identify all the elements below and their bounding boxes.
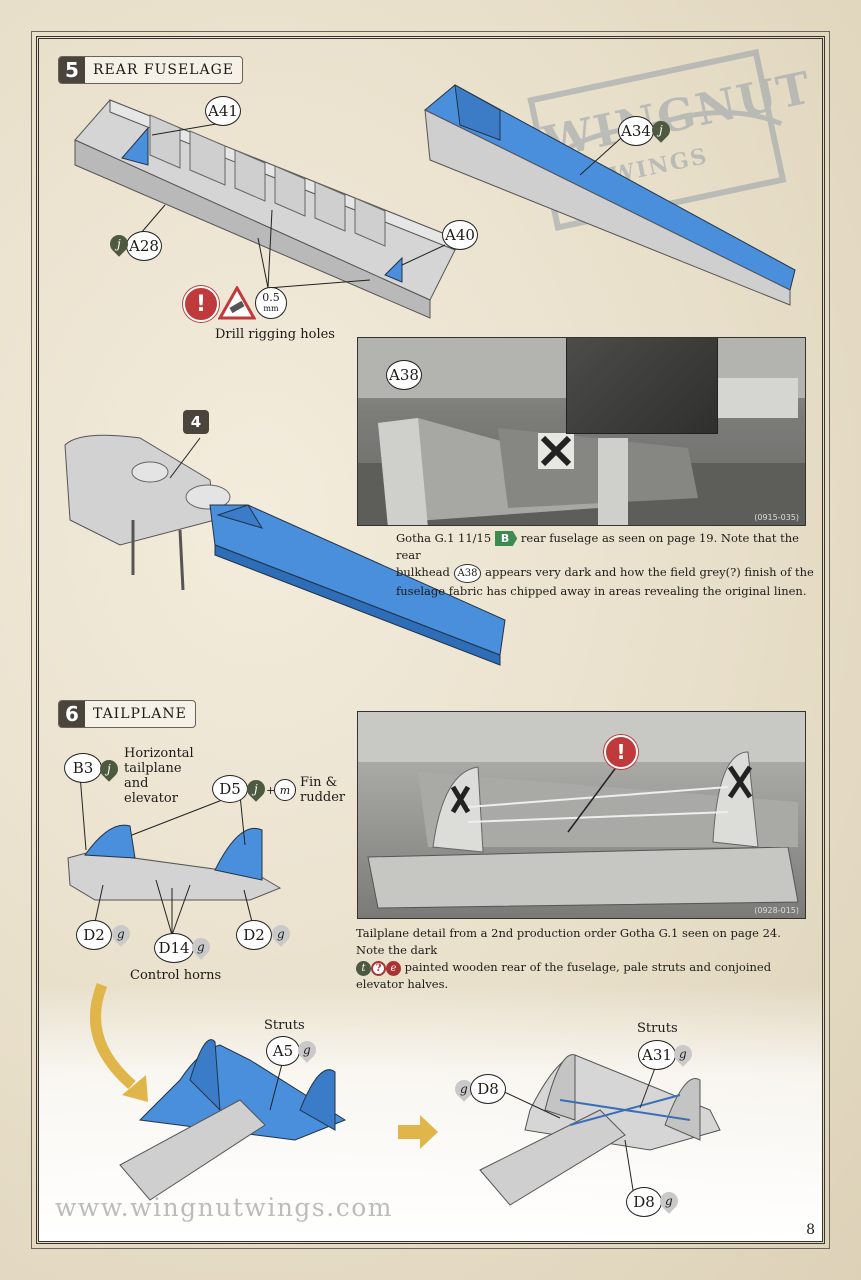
- step-5-number: 5: [59, 57, 85, 83]
- callout-b3: B3: [64, 753, 102, 783]
- step-6-number: 6: [59, 701, 85, 727]
- callout-d2-left: D2: [76, 920, 112, 950]
- page-border-outer: [31, 31, 830, 1249]
- paint-code-question: ?: [371, 960, 386, 976]
- curved-arrow: [90, 982, 136, 1090]
- plus-sign: +: [266, 784, 276, 797]
- callout-a34: A34: [618, 116, 654, 146]
- horizontal-tailplane-label: Horizontal tailplane and elevator: [124, 746, 194, 806]
- step-6-header: 6 TAILPLANE: [58, 700, 196, 728]
- step-5-title: REAR FUSELAGE: [93, 62, 234, 78]
- callout-a28: A28: [126, 231, 162, 261]
- tailplane-caption: Tailplane detail from a 2nd production o…: [356, 926, 781, 991]
- photo-code-1: (0915-035): [754, 513, 799, 522]
- tailplane-photo: ! (0928-015): [357, 711, 806, 919]
- callout-a38: A38: [386, 360, 422, 390]
- tailplane-assembled-blue: [119, 1039, 347, 1201]
- rear-fuselage-caption: Gotha G.1 11/15 B rear fuselage as seen …: [396, 531, 814, 598]
- rear-fuselage-frame: [74, 99, 461, 319]
- drill-size: 0.5: [262, 291, 280, 304]
- callout-d14: D14: [154, 933, 194, 963]
- tailplane-assembled-grey: [479, 1054, 721, 1206]
- drill-unit: mm: [263, 304, 279, 313]
- page-border: [36, 36, 825, 1244]
- photo-warning-icon: !: [604, 735, 638, 769]
- rear-fuselage-photo: A38 (0915-035): [357, 337, 806, 526]
- paint-code-e: e: [386, 960, 401, 976]
- struts-label-left: Struts: [264, 1018, 305, 1033]
- page-number: 8: [806, 1222, 815, 1238]
- step-5-header: 5 REAR FUSELAGE: [58, 56, 243, 84]
- callout-d2-right: D2: [236, 920, 272, 950]
- fin-rudder-label: Fin & rudder: [300, 775, 346, 805]
- curved-arrow-head: [122, 1075, 148, 1102]
- callout-d8-left: D8: [470, 1074, 506, 1104]
- step-6-title: TAILPLANE: [93, 706, 187, 722]
- callout-d5: D5: [212, 775, 248, 803]
- rear-fuselage-skin: [424, 84, 796, 306]
- photo-code-2: (0928-015): [754, 906, 799, 915]
- callout-d8-bottom: D8: [626, 1187, 662, 1217]
- reference-badge-b: B: [494, 531, 518, 546]
- photo-zoom-inset: [566, 338, 718, 434]
- paint-code-m: m: [274, 779, 296, 801]
- drill-label: Drill rigging holes: [215, 327, 335, 342]
- right-arrow-icon: [398, 1115, 438, 1149]
- struts-label-right: Struts: [637, 1021, 678, 1036]
- warning-icon: !: [183, 286, 219, 322]
- paint-code-t: t: [356, 960, 371, 976]
- tailplane-exploded: [67, 774, 282, 936]
- callout-a5: A5: [266, 1036, 300, 1066]
- callout-a40: A40: [442, 220, 478, 250]
- fuselage-sub-assembly: [64, 434, 506, 666]
- drill-size-callout: 0.5 mm: [255, 287, 287, 319]
- callout-a31: A31: [638, 1040, 676, 1070]
- website-url: www.wingnutwings.com: [55, 1193, 393, 1222]
- callout-a41: A41: [205, 96, 241, 126]
- sub-assembly-4-marker: 4: [183, 410, 209, 434]
- drill-icon: [218, 286, 256, 320]
- control-horns-label: Control horns: [130, 968, 222, 983]
